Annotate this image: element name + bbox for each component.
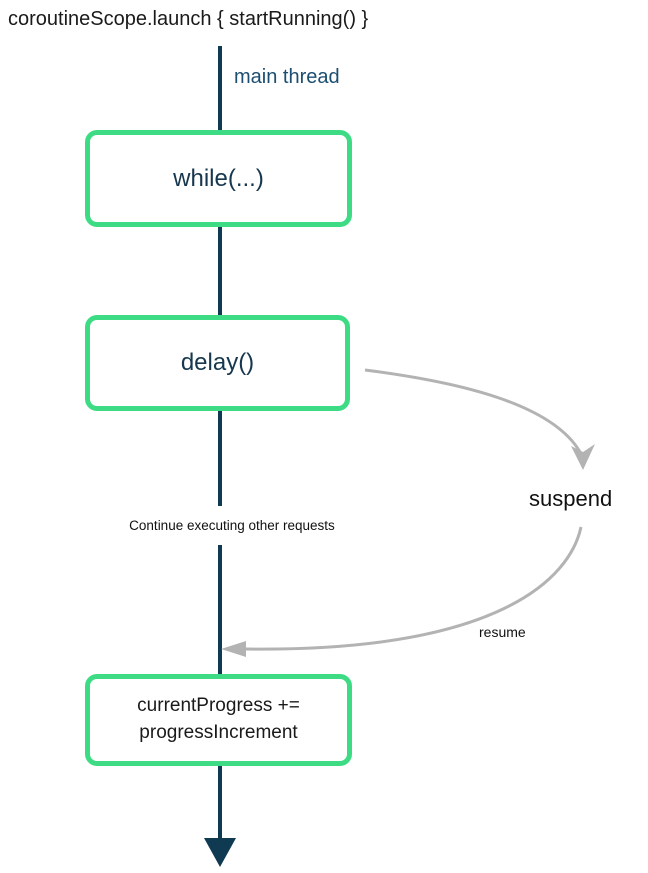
resume-arrowhead-icon [221, 641, 246, 657]
suspend-label: suspend [529, 486, 613, 511]
progress-update-node: currentProgress += progressIncrement [85, 674, 352, 766]
progress-update-label: currentProgress += progressIncrement [137, 695, 300, 743]
main-thread-label: main thread [234, 66, 340, 88]
resume-arrow [245, 526, 583, 651]
thread-down-arrowhead-icon [204, 838, 236, 867]
delay-node: delay() [85, 315, 350, 411]
resume-label: resume [479, 624, 526, 640]
suspend-arrow [364, 368, 582, 453]
diagram-title: coroutineScope.launch { startRunning() } [8, 8, 369, 30]
continue-executing-label: Continue executing other requests [70, 506, 394, 545]
while-loop-label: while(...) [173, 164, 264, 192]
suspend-arrowhead-icon [571, 444, 595, 470]
while-loop-node: while(...) [85, 130, 352, 227]
delay-label: delay() [180, 349, 255, 376]
